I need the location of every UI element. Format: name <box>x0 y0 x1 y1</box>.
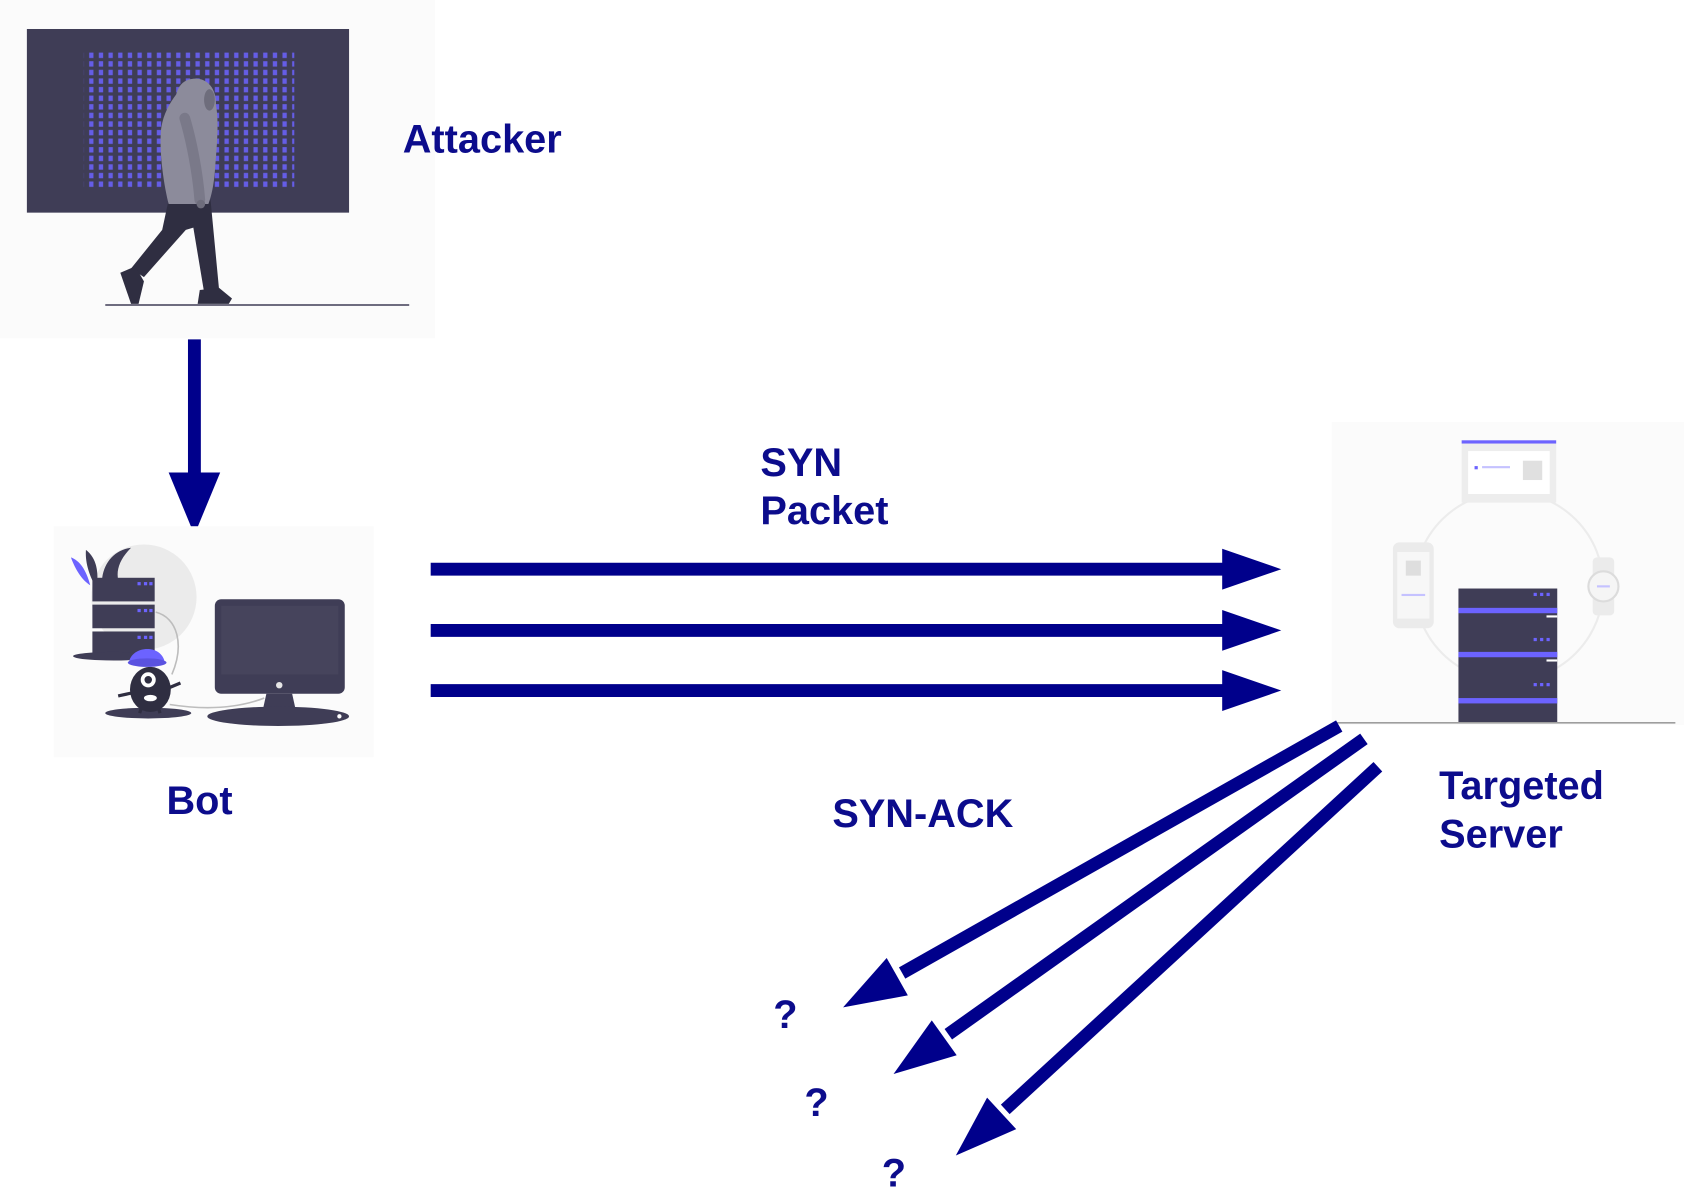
rack-stripe <box>1458 698 1558 704</box>
pants <box>131 199 220 293</box>
server-light <box>149 635 153 639</box>
arrow-head <box>843 957 908 1008</box>
server-light <box>137 582 141 586</box>
syn-arrow-3 <box>430 670 1282 711</box>
rack-gap <box>1546 659 1558 662</box>
unknown-host-label-1: ? <box>773 993 797 1037</box>
server-top-leaf <box>102 547 132 580</box>
server-light <box>149 608 153 613</box>
monitor-logo <box>276 681 283 689</box>
browser-top-bar <box>1461 440 1557 444</box>
rack-light <box>1546 637 1550 642</box>
monitor-base <box>207 706 350 726</box>
hooded-hacker-icon <box>120 78 233 304</box>
rack-stripe <box>1458 607 1558 614</box>
server-stack <box>73 577 155 661</box>
syn-packet-label-line-1: SYN <box>760 441 842 485</box>
arrow-shaft <box>944 733 1368 1040</box>
syn-ack-arrow-1 <box>843 720 1343 1008</box>
targeted-server-label-line-2: Server <box>1439 812 1563 856</box>
rack-light <box>1540 683 1544 687</box>
rack-light <box>1540 637 1544 642</box>
arrow-head <box>1222 670 1282 711</box>
server-unit <box>92 577 155 602</box>
rack-light <box>1533 637 1537 642</box>
server-light <box>149 582 153 586</box>
targeted-server-label-line-1: Targeted <box>1439 764 1604 808</box>
hood-opening <box>204 89 215 111</box>
bot-character <box>105 648 192 719</box>
rack-light <box>1546 683 1550 687</box>
bot-computer-icon <box>53 526 374 758</box>
front-shoe <box>197 287 233 304</box>
character-mouth <box>143 694 157 702</box>
arrow-shaft <box>898 720 1343 979</box>
monitor <box>207 599 350 726</box>
server-light <box>143 582 148 586</box>
character-pupil <box>144 676 152 684</box>
character-shadow <box>105 707 192 719</box>
hand <box>196 199 206 209</box>
server-light <box>143 635 148 639</box>
arrow-head <box>893 1020 957 1074</box>
rack-stripe <box>1458 651 1558 658</box>
server-unit <box>92 604 155 629</box>
unknown-host-label-2: ? <box>804 1081 828 1125</box>
character-cap-brim <box>127 658 167 667</box>
server-light <box>137 608 141 613</box>
syn-ack-label: SYN-ACK <box>832 792 1013 836</box>
monitor-base-light <box>337 714 342 719</box>
cable <box>169 697 265 709</box>
arrow-head <box>955 1097 1017 1156</box>
unknown-host-label-3: ? <box>882 1152 906 1191</box>
feather-accent <box>70 557 91 586</box>
arrow-attacker-to-bot <box>168 339 221 535</box>
rack-light <box>1540 592 1544 597</box>
rack-gap <box>1546 615 1558 618</box>
arrow-shaft <box>1000 762 1383 1115</box>
monitor-screen <box>221 605 339 675</box>
server-light <box>143 608 148 613</box>
arrow-head <box>1222 548 1282 590</box>
arrow-head <box>1222 609 1282 651</box>
server-light <box>137 635 141 639</box>
watch-line <box>1596 585 1610 588</box>
syn-ack-arrow-2 <box>893 733 1368 1074</box>
arm <box>179 112 206 206</box>
browser-text-line <box>1474 466 1478 470</box>
bot-label: Bot <box>166 779 232 823</box>
rack-light <box>1533 592 1537 597</box>
attacker-illustration <box>0 0 435 339</box>
cable <box>155 611 179 675</box>
browser-image <box>1522 460 1543 481</box>
browser-text-line <box>1482 466 1510 469</box>
phone-image <box>1405 560 1421 576</box>
server-rack <box>1458 588 1558 723</box>
syn-arrow-2 <box>430 609 1282 651</box>
arrow-head <box>168 472 221 535</box>
character-body <box>129 666 171 713</box>
attacker-label: Attacker <box>403 117 562 161</box>
syn-packet-label-line-2: Packet <box>760 489 888 533</box>
server-rack-icon <box>1331 422 1684 725</box>
rack-light <box>1533 683 1537 687</box>
phone-text-line <box>1401 593 1426 597</box>
syn-ack-arrow-3 <box>955 762 1383 1156</box>
phone-icon <box>1392 542 1434 629</box>
browser-window-icon <box>1461 440 1557 503</box>
syn-arrow-1 <box>430 548 1282 590</box>
back-shoe <box>120 266 144 304</box>
watch-icon <box>1587 557 1620 616</box>
rack-light <box>1546 592 1550 597</box>
